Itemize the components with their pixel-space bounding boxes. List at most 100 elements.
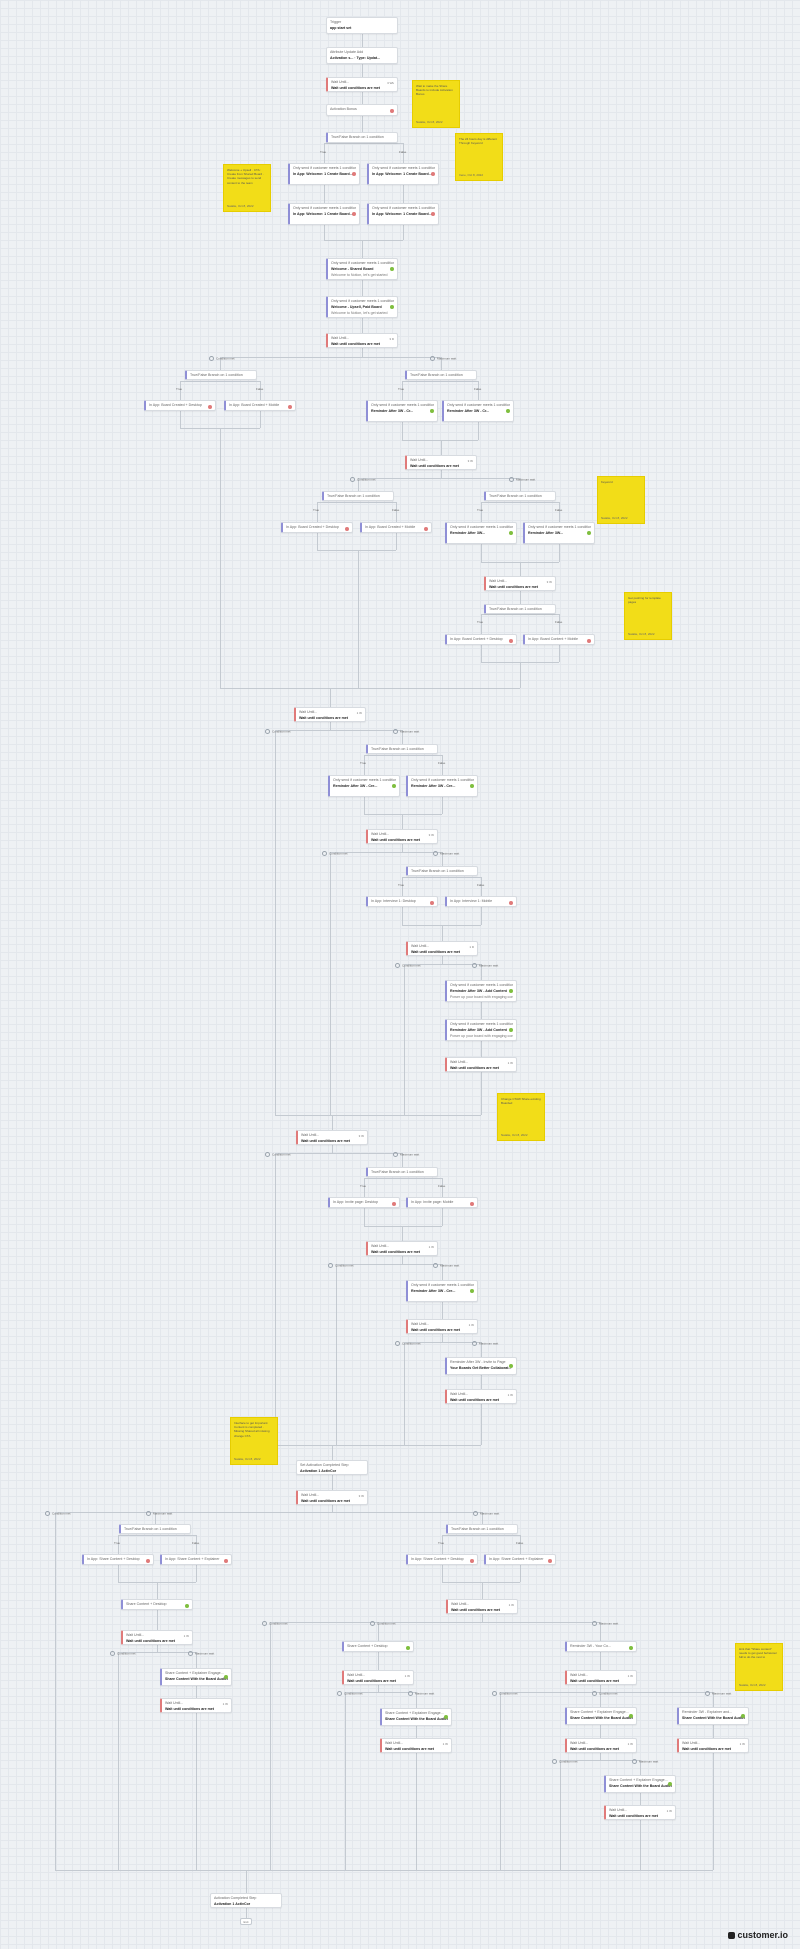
workflow-node-msg[interactable]: In App: Board Created + Desktop xyxy=(144,400,216,411)
workflow-node-wait[interactable]: Wait Until...Wait until conditions are m… xyxy=(296,1490,368,1505)
node-subtitle: Share Content With the Board Audience xyxy=(165,1677,228,1681)
workflow-node-msg[interactable]: Share Content + Desktop xyxy=(121,1599,193,1610)
node-title: True/False Branch on 1 condition xyxy=(410,373,463,377)
workflow-node-wait[interactable]: Wait Until...Wait until conditions are m… xyxy=(406,1319,478,1334)
workflow-node-wait[interactable]: Wait Until...Wait until conditions are m… xyxy=(380,1738,452,1753)
workflow-node-wait[interactable]: Wait Until...Wait until conditions are m… xyxy=(677,1738,749,1753)
workflow-node-msg[interactable]: In App: Invite page: Desktop xyxy=(328,1197,400,1208)
node-subtitle: Wait until conditions are met xyxy=(299,716,348,720)
sticky-note[interactable]: Hint that "Share content" needs to get g… xyxy=(735,1643,783,1691)
workflow-node-branch[interactable]: True/False Branch on 1 condition xyxy=(326,132,398,143)
workflow-node-branch[interactable]: True/False Branch on 1 condition xyxy=(366,744,438,754)
workflow-node-msg[interactable]: In App: Interview 1: Mobile xyxy=(445,896,517,907)
workflow-node-msg[interactable]: In App: Share Content + Desktop xyxy=(406,1554,478,1565)
sticky-note[interactable]: Interface to get Important Content is co… xyxy=(230,1417,278,1465)
workflow-node-branch[interactable]: True/False Branch on 1 condition xyxy=(185,370,257,380)
workflow-node-msg[interactable]: Share Content + Explainer Engage...Share… xyxy=(565,1707,637,1725)
workflow-node-branch[interactable]: True/False Branch on 1 condition xyxy=(446,1524,518,1534)
workflow-node-msg[interactable]: Reminder 3W - Explainer and...Share Cont… xyxy=(677,1707,749,1725)
workflow-node-msg[interactable]: Reminder 3W - Your Co... xyxy=(565,1641,637,1652)
workflow-node-wait[interactable]: Wait Until...Wait until conditions are m… xyxy=(406,941,478,956)
workflow-node-msg[interactable]: In App: Interview 1: Desktop xyxy=(366,896,438,907)
connector-line xyxy=(246,1870,247,1893)
workflow-node-plain[interactable]: Activation Bonus xyxy=(326,104,398,116)
connector-line xyxy=(196,1565,197,1582)
node-title: Set Activation Completed Step xyxy=(300,1463,349,1467)
workflow-node-msg[interactable]: Share Content + Explainer Engage...Share… xyxy=(604,1775,676,1793)
workflow-node-msg[interactable]: In App: Board Created + Mobile xyxy=(360,522,432,533)
workflow-node-msg[interactable]: In App: Share Content + Explainer xyxy=(160,1554,232,1565)
workflow-node-branch[interactable]: True/False Branch on 1 condition xyxy=(484,604,556,614)
workflow-node-msg[interactable]: In App: Board Created + Desktop xyxy=(281,522,353,533)
workflow-node-wait[interactable]: Wait Until...Wait until conditions are m… xyxy=(366,829,438,844)
workflow-node-msg[interactable]: In App: Share Content + Explainer xyxy=(484,1554,556,1565)
sticky-note[interactable]: Welcome + Upsell · CTA: Create from Shar… xyxy=(223,164,271,212)
sticky-note[interactable]: Wait to make the Share Boards to include… xyxy=(412,80,460,128)
workflow-node-msg[interactable]: Share Content + Explainer Engage...Share… xyxy=(160,1668,232,1686)
workflow-node-branch[interactable]: True/False Branch on 1 condition xyxy=(322,491,394,501)
workflow-node-msg[interactable]: Share Content + Desktop xyxy=(342,1641,414,1652)
workflow-node-wait[interactable]: Wait Until...Wait until conditions are m… xyxy=(296,1130,368,1145)
branch-outcome-label: True xyxy=(398,387,405,391)
workflow-node-wait[interactable]: Wait Until...Wait until conditions are m… xyxy=(446,1599,518,1614)
connector-line xyxy=(402,925,481,926)
connector-line xyxy=(404,1342,405,1445)
workflow-node-wait[interactable]: Wait Until...Wait until conditions are m… xyxy=(604,1805,676,1820)
workflow-node-wait[interactable]: Wait Until...Wait until conditions are m… xyxy=(565,1670,637,1685)
workflow-node-msg[interactable]: In App: Board Created + Mobile xyxy=(224,400,296,411)
workflow-node-branch[interactable]: True/False Branch on 1 condition xyxy=(405,370,477,380)
node-title: Reminder 3W - Your Co... xyxy=(570,1644,611,1648)
workflow-node-wait[interactable]: Wait Until...Wait until conditions are m… xyxy=(405,455,477,470)
workflow-node-wait[interactable]: Wait Until...Wait until conditions are m… xyxy=(326,333,398,348)
workflow-node-wait[interactable]: Wait Until...Wait until conditions are m… xyxy=(342,1670,414,1685)
workflow-node-msg[interactable]: In App: Board Content + Mobile xyxy=(523,634,595,645)
exit-node[interactable]: Exit xyxy=(240,1918,252,1925)
workflow-node-wait[interactable]: Wait Until...Wait until conditions are m… xyxy=(294,707,366,722)
connector-line xyxy=(362,92,363,104)
node-duration: 3 W xyxy=(546,580,552,584)
workflow-node-wait[interactable]: Wait Until...Wait until conditions are m… xyxy=(445,1057,517,1072)
workflow-node-wait[interactable]: Wait Until...Wait until conditions are m… xyxy=(366,1241,438,1256)
workflow-node-msg[interactable]: In App: Invite page: Mobile xyxy=(406,1197,478,1208)
node-subtitle: In App: Welcome: 1 Create Board... xyxy=(293,172,353,176)
workflow-node-wait[interactable]: Wait Until...Wait until conditions are m… xyxy=(326,77,398,92)
workflow-node-branch[interactable]: True/False Branch on 1 condition xyxy=(484,491,556,501)
workflow-node-wait[interactable]: Wait Until...Wait until conditions are m… xyxy=(484,576,556,591)
workflow-node-wait[interactable]: Wait Until...Wait until conditions are m… xyxy=(121,1630,193,1645)
workflow-node-wait[interactable]: Wait Until...Wait until conditions are m… xyxy=(445,1389,517,1404)
workflow-node-msg[interactable]: In App: Board Content + Desktop xyxy=(445,634,517,645)
workflow-node-msg[interactable]: Share Content + Explainer Engage...Share… xyxy=(380,1708,452,1726)
workflow-node-wait[interactable]: Wait Until...Wait until conditions are m… xyxy=(565,1738,637,1753)
workflow-node-wait[interactable]: Wait Until...Wait until conditions are m… xyxy=(160,1698,232,1713)
workflow-node-msg[interactable]: In App: Share Content + Desktop xyxy=(82,1554,154,1565)
workflow-node-branch[interactable]: True/False Branch on 1 condition xyxy=(119,1524,191,1534)
workflow-node-branch[interactable]: True/False Branch on 1 condition xyxy=(406,866,478,876)
sticky-note[interactable]: The 24 hours day is different Through Ke… xyxy=(455,133,503,181)
connector-line xyxy=(275,1115,481,1116)
workflow-node-branch[interactable]: True/False Branch on 1 condition xyxy=(366,1167,438,1177)
